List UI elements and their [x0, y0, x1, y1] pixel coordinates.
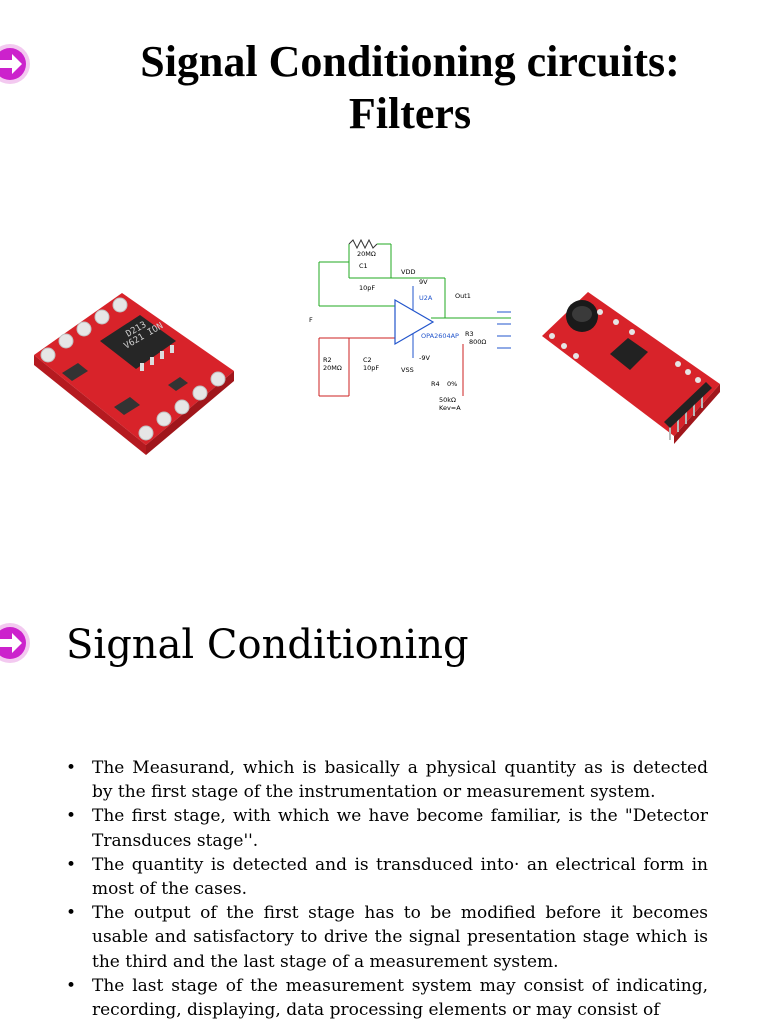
schem-r3: R3	[465, 330, 474, 338]
schem-u2a: U2A	[419, 294, 433, 302]
list-item: • The output of the first stage has to be…	[66, 901, 708, 974]
list-item: • The first stage, with which we have bec…	[66, 804, 708, 852]
schem-r3-val: 800Ω	[469, 338, 486, 346]
bullet-dot: •	[66, 806, 77, 827]
bullet-text: The quantity is detected and is transduc…	[92, 854, 708, 900]
schem-r4-pct: 0%	[447, 380, 457, 388]
schem-vss: VSS	[401, 366, 414, 374]
title-line-1: Signal Conditioning circuits:	[140, 37, 680, 86]
microphone-board-image	[528, 272, 738, 478]
section-title: Signal Conditioning	[66, 622, 469, 668]
schem-opamp: OPA2604AP	[421, 332, 459, 340]
bullet-list: • The Measurand, which is basically a phy…	[66, 756, 708, 1022]
bullet-dot: •	[66, 903, 77, 924]
bullet-text: The first stage, with which we have beco…	[92, 806, 708, 851]
bullet-text: The Measurand, which is basically a phys…	[92, 758, 708, 803]
schem-key: Key=A	[439, 404, 461, 410]
schem-vss-val: -9V	[419, 354, 430, 362]
schem-r2-val: 20MΩ	[323, 364, 342, 372]
slide-title: Signal Conditioning circuits: Filters	[60, 36, 760, 140]
schem-vdd: VDD	[401, 268, 415, 276]
arrow-bullet-icon-2	[0, 623, 30, 663]
schem-r4: R4	[431, 380, 440, 388]
schem-vdd-val: 9V	[419, 278, 428, 286]
list-item: • The quantity is detected and is transdu…	[66, 853, 708, 901]
schem-c2-val: 10pF	[363, 364, 379, 372]
bullet-dot: •	[66, 975, 77, 996]
filter-schematic-image: 20MΩ C1 10pF VDD 9V F Out1 R3 800Ω R2 20…	[305, 236, 511, 410]
arrow-bullet-icon	[0, 44, 30, 84]
schem-c2: C2	[363, 356, 372, 364]
title-line-2: Filters	[348, 89, 472, 138]
schem-c1-val: 10pF	[359, 284, 375, 292]
list-item: • The Measurand, which is basically a phy…	[66, 756, 708, 804]
list-item: • The last stage of the measurement syste…	[66, 974, 708, 1022]
schem-out1: Out1	[455, 292, 471, 300]
breakout-board-image: D213 V621 ION	[18, 285, 244, 463]
schem-r2: R2	[323, 356, 332, 364]
schem-r4-val: 50kΩ	[439, 396, 456, 404]
bullet-text: The last stage of the measurement system…	[92, 975, 708, 1021]
bullet-dot: •	[66, 854, 77, 875]
schem-r-feedback: 20MΩ	[357, 250, 376, 258]
schem-input: F	[309, 316, 313, 324]
bullet-dot: •	[66, 758, 77, 778]
schem-c1: C1	[359, 262, 368, 270]
bullet-text: The output of the first stage has to be …	[92, 903, 708, 972]
